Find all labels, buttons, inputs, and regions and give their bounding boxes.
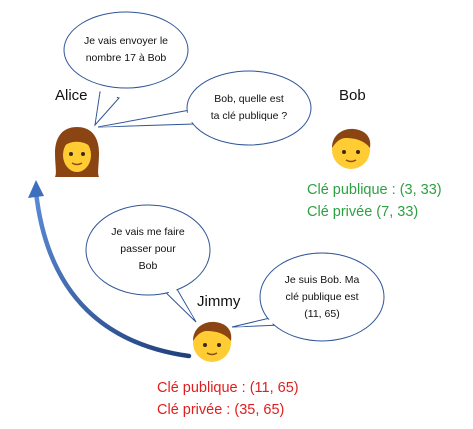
bubble-line: (11, 65) [304,308,340,320]
bubble-line: Bob [138,260,158,272]
bob-private-key: Clé privée (7, 33) [307,204,419,220]
speech-bubble-jimmy-intent [85,204,211,323]
bubble-line: Je vais me faire [111,226,185,238]
bubble-text-alice-question: Bob, quelle est ta clé publique ? [193,91,305,125]
bubble-line: passer pour [120,243,176,255]
bubble-line: nombre 17 à Bob [85,52,167,64]
bob-avatar-icon [332,128,371,169]
jimmy-name-label: Jimmy [197,293,241,310]
bob-public-key: Clé publique : (3, 33) [307,182,442,198]
alice-avatar-icon [55,127,99,177]
bubble-text-alice-intent: Je vais envoyer le nombre 17 à Bob [70,33,182,67]
bubble-line: Je vais envoyer le [83,35,169,47]
speech-bubble-jimmy-answer [231,252,385,342]
curved-arrow [28,180,192,359]
bubble-line: ta clé publique ? [210,110,288,122]
jimmy-public-key: Clé publique : (11, 65) [157,380,299,396]
alice-name-label: Alice [55,87,88,104]
speech-bubble-alice-intent [63,11,189,127]
bubble-line: clé publique est [285,291,359,303]
speech-bubble-alice-question [97,70,312,146]
jimmy-avatar-icon [193,321,232,362]
bubble-text-jimmy-intent: Je vais me faire passer pour Bob [92,224,204,275]
bubble-text-jimmy-answer: Je suis Bob. Ma clé publique est (11, 65… [266,272,378,323]
bubble-line: Bob, quelle est [214,93,284,105]
bubble-line: Je suis Bob. Ma [284,274,360,286]
bob-name-label: Bob [339,87,366,104]
jimmy-private-key: Clé privée : (35, 65) [157,402,285,418]
